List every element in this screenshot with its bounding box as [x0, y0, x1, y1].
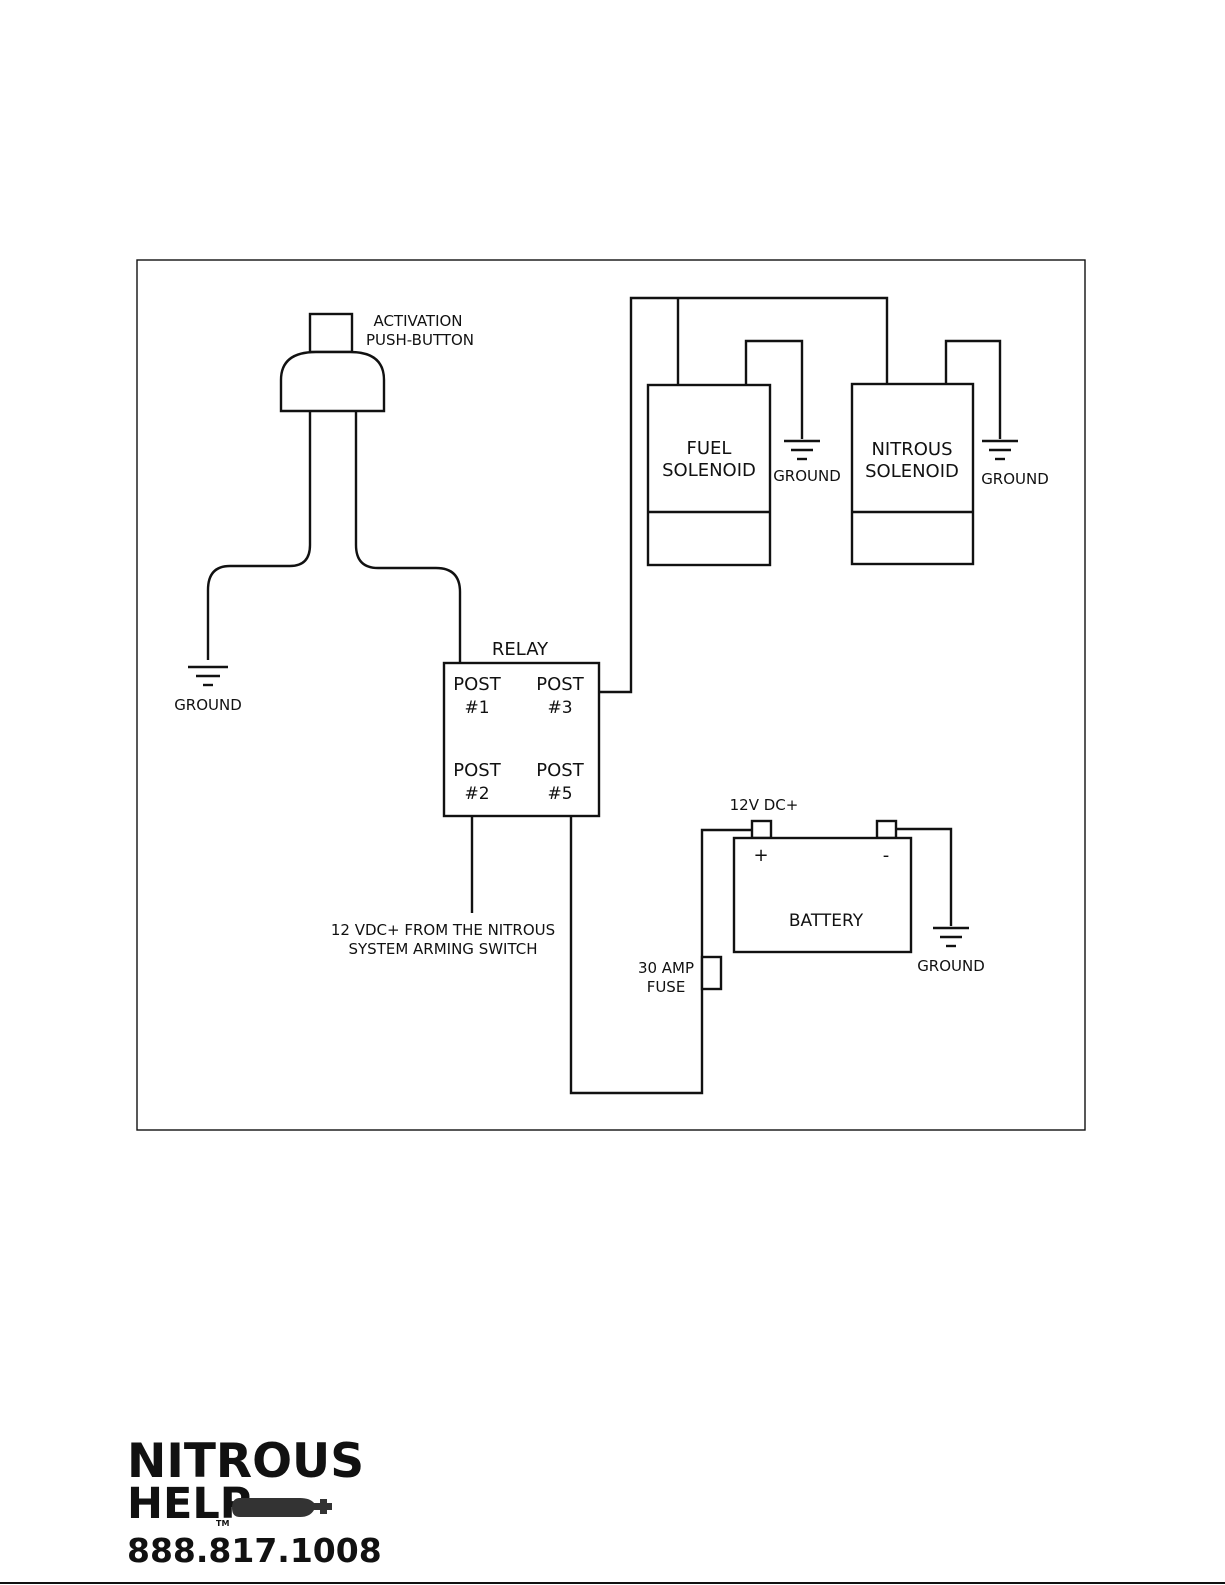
relay-post3-number: #3 — [547, 698, 572, 718]
nitrous-help-logo: NITROUS HELP TM 888.817.1008 — [127, 1434, 382, 1570]
ground-label-battery: GROUND — [917, 957, 985, 975]
activation-label-line2: PUSH-BUTTON — [366, 331, 474, 349]
battery-positive-label: 12V DC+ — [730, 796, 799, 814]
logo-phone: 888.817.1008 — [127, 1531, 382, 1570]
ground-symbol-battery — [933, 928, 969, 946]
battery-negative-terminal — [877, 821, 896, 838]
relay-post3-title: POST — [536, 674, 584, 695]
activation-label-line1: ACTIVATION — [373, 312, 462, 330]
nitrous-bottle-icon — [232, 1498, 332, 1517]
ground-symbol-button — [188, 667, 228, 685]
ground-label-nitrous: GROUND — [981, 470, 1049, 488]
push-button-body — [281, 352, 384, 411]
battery-plus-sign: + — [753, 845, 768, 866]
relay-post2-number: #2 — [464, 784, 489, 804]
fuel-solenoid-label-line2: SOLENOID — [662, 460, 756, 481]
ground-label-fuel: GROUND — [773, 467, 841, 485]
battery-minus-sign: - — [883, 845, 890, 866]
push-button-cap — [310, 314, 352, 352]
wire-button-to-relay — [356, 411, 460, 663]
relay-post5-title: POST — [536, 760, 584, 781]
relay-label: RELAY — [492, 639, 549, 660]
relay-post1-title: POST — [453, 674, 501, 695]
wire-post5-fuse-battery — [571, 816, 752, 1093]
activation-push-button — [281, 314, 384, 411]
ground-symbol-fuel — [784, 441, 820, 459]
logo-trademark: TM — [216, 1519, 229, 1528]
ground-label-button: GROUND — [174, 696, 242, 714]
battery-positive-terminal — [752, 821, 771, 838]
fuse-symbol — [702, 957, 721, 989]
battery-label: BATTERY — [789, 911, 864, 931]
relay-post5-number: #5 — [547, 784, 572, 804]
relay-post1-number: #1 — [464, 698, 489, 718]
fuse-label-line2: FUSE — [647, 978, 686, 996]
nitrous-solenoid-label-line2: SOLENOID — [865, 461, 959, 482]
relay-post2-title: POST — [453, 760, 501, 781]
arming-label-line2: SYSTEM ARMING SWITCH — [348, 940, 537, 958]
fuse-label-line1: 30 AMP — [638, 959, 694, 977]
wire-button-to-ground — [208, 411, 310, 660]
fuel-solenoid-label-line1: FUEL — [687, 438, 732, 459]
ground-symbol-nitrous — [982, 441, 1018, 459]
arming-label-line1: 12 VDC+ FROM THE NITROUS — [331, 921, 555, 939]
nitrous-solenoid-label-line1: NITROUS — [871, 439, 952, 460]
